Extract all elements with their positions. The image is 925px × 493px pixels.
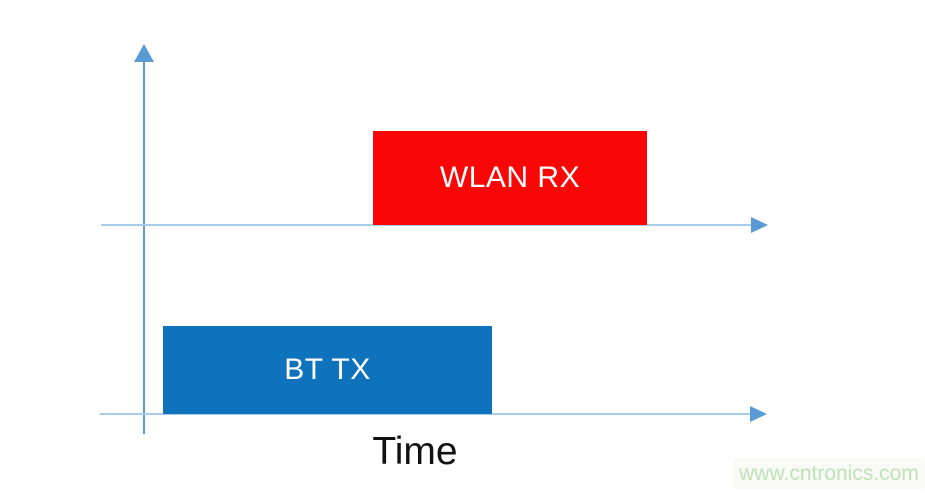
up-arrowhead-icon [134, 44, 154, 62]
right-arrowhead-icon [751, 217, 768, 233]
watermark: www.cntronics.com [733, 458, 925, 489]
watermark-text: www.cntronics.com [739, 461, 919, 485]
bt-timeline-axis [100, 413, 752, 415]
bt-tx-block-label: BT TX [284, 353, 371, 386]
right-arrowhead-icon [750, 406, 767, 422]
bt-tx-block: BT TX [163, 326, 492, 414]
wlan-timeline-axis [101, 224, 753, 226]
wlan-rx-block-label: WLAN RX [439, 161, 581, 194]
vertical-axis-line [143, 60, 145, 434]
wlan-rx-block: WLAN RX [373, 131, 647, 225]
time-axis-label: Time [372, 430, 458, 473]
